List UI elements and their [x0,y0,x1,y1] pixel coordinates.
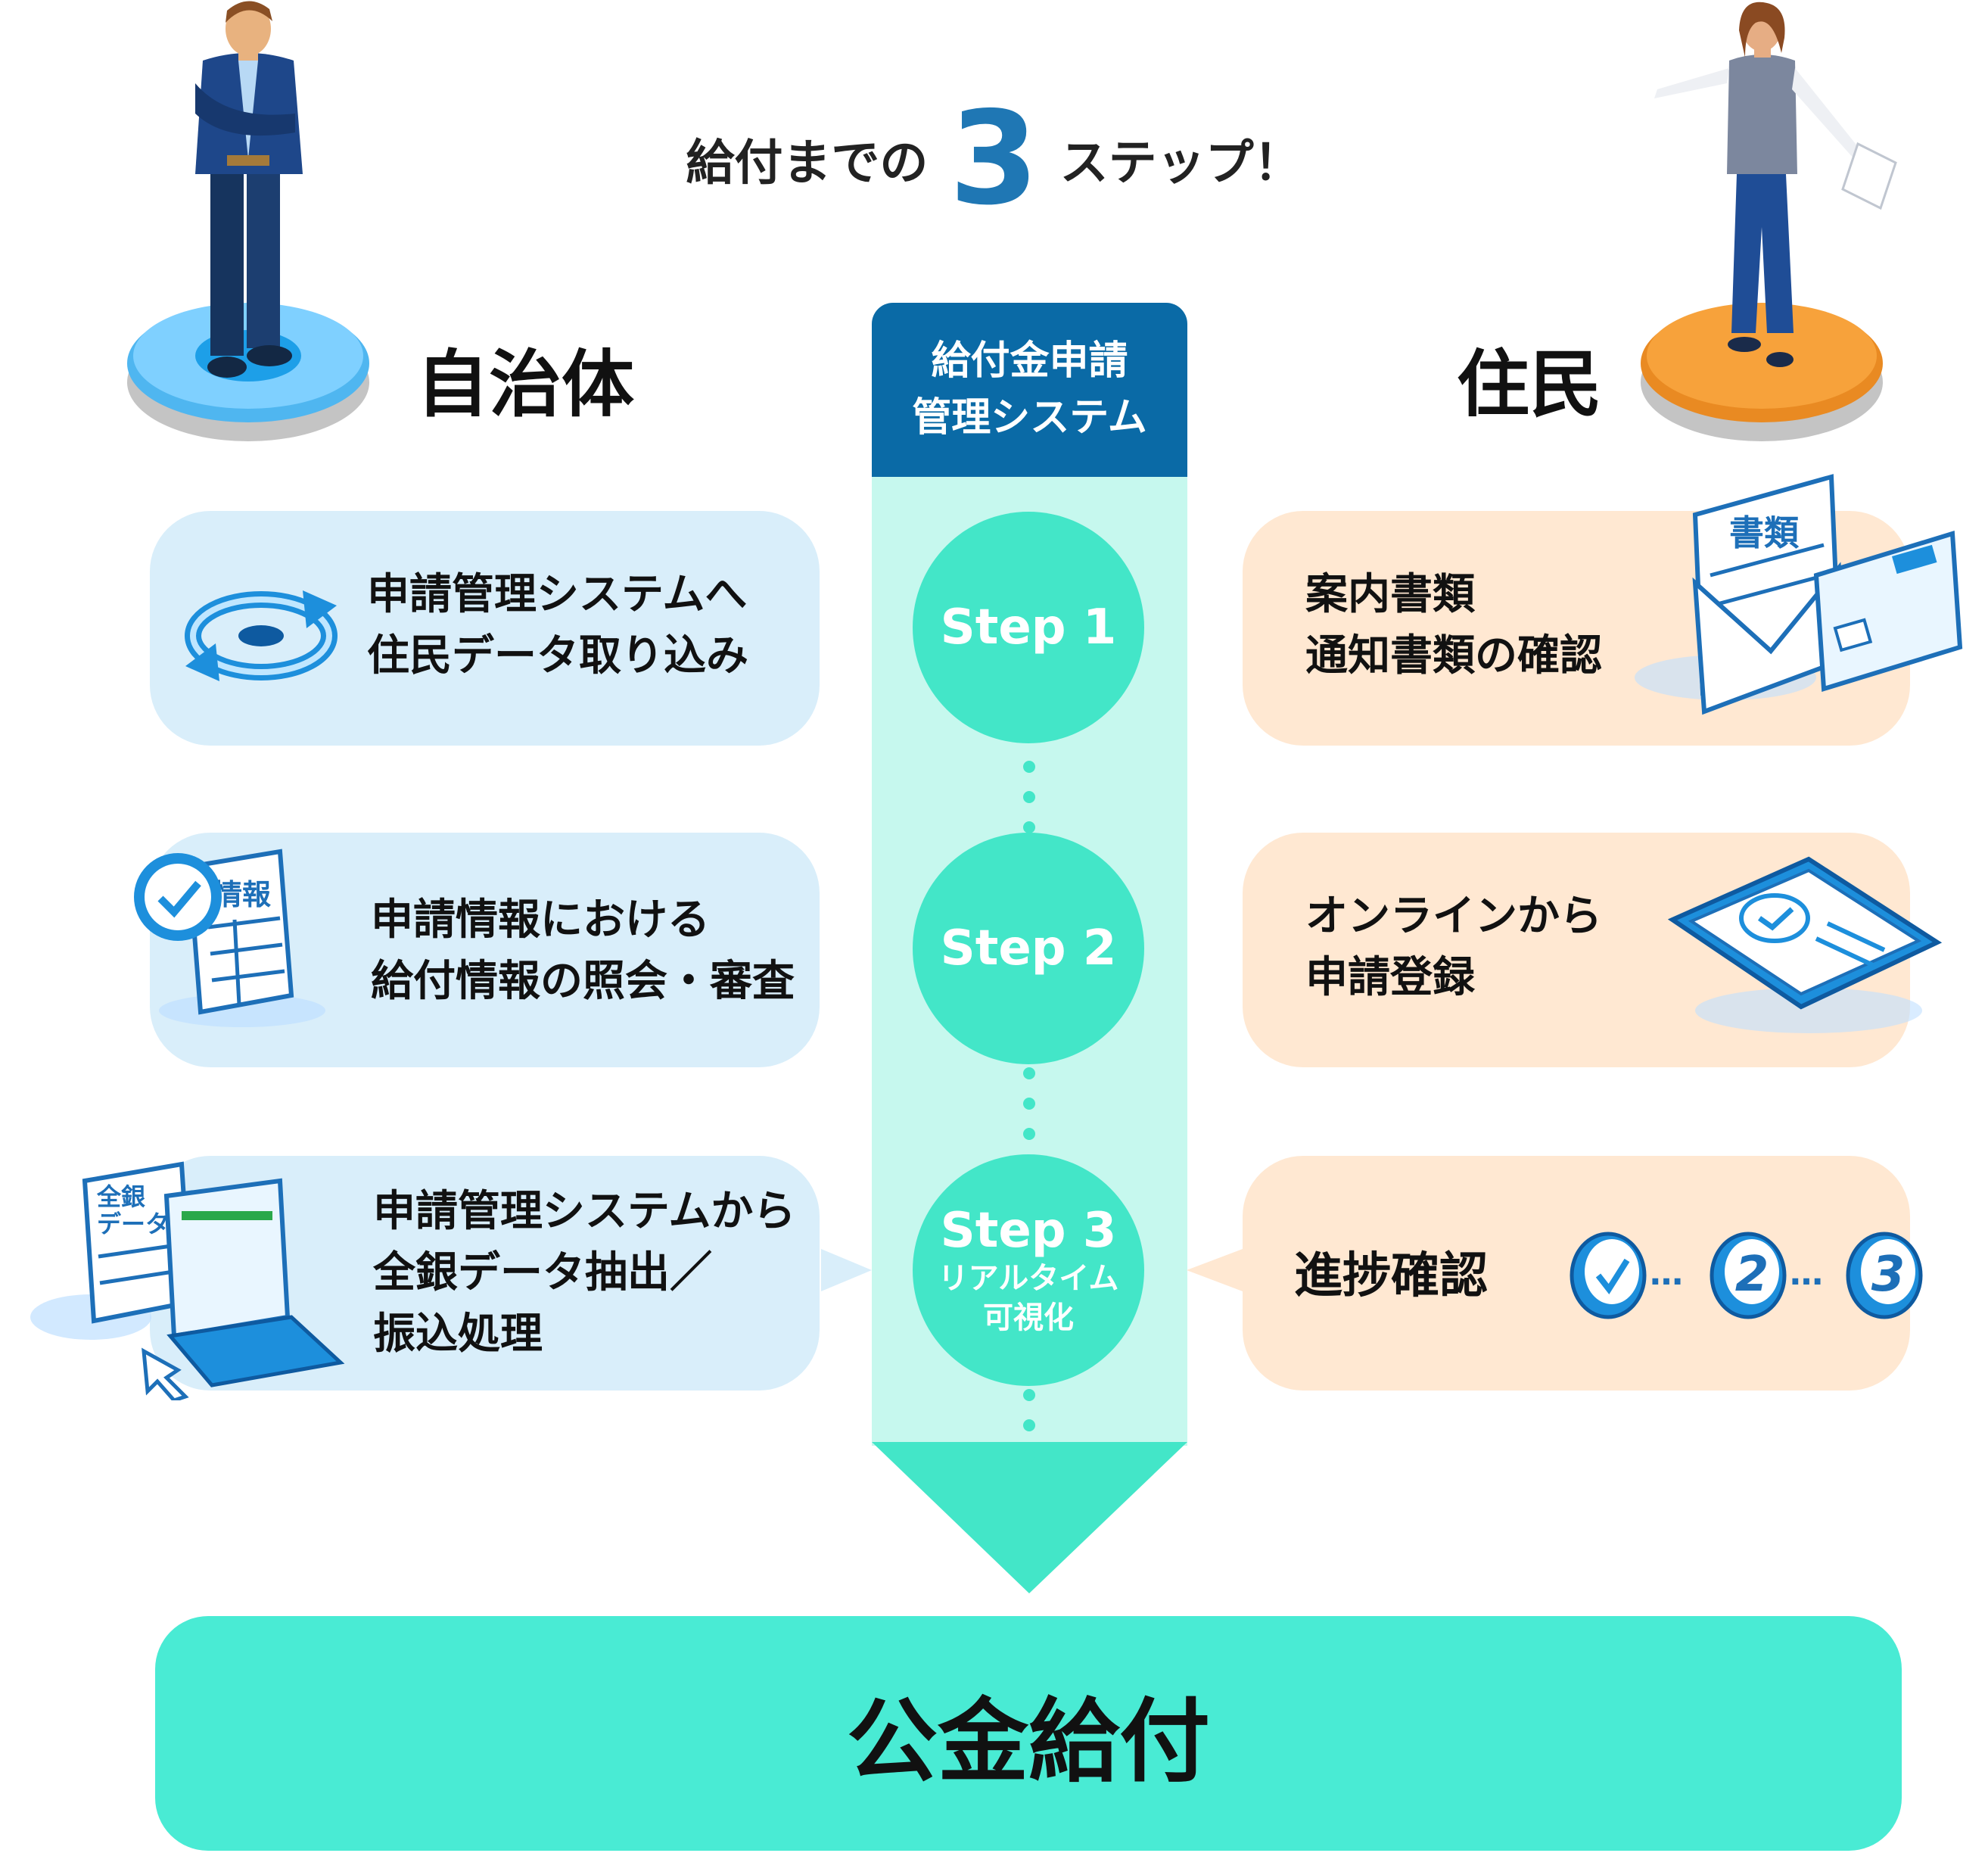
municipality-label: 自治体 [416,342,634,427]
connector-dot [1023,1098,1035,1110]
info-icon-text: 情報 [213,878,271,911]
text-line: 申請管理システムから [373,1187,796,1236]
resident-card-1-text: 案内書類 通知書類の確認 [1305,564,1602,687]
text-line: 全銀データ抽出／ [373,1248,712,1298]
main-title: 給付までの 3 ステップ！ [0,91,1988,227]
text-line: 住民データ取り込み [367,631,748,681]
connector-dot [1023,1128,1035,1140]
system-title-line1: 給付金申請 [931,338,1128,384]
connector-dot [1023,791,1035,803]
progress-dots-2: … [1790,1254,1823,1293]
documents-envelope-card-icon: 書類 [1635,474,1963,715]
text-line: 進捗確認 [1294,1248,1488,1304]
text-line: 通知書類の確認 [1305,631,1602,681]
step-2-circle: Step 2 [913,833,1144,1064]
resident-card-3-text: 進捗確認 [1294,1241,1488,1312]
progress-dots-1: … [1650,1254,1683,1293]
info-document-check-icon: 情報 [134,849,325,1027]
municipality-card-3-text: 申請管理システムから 全銀データ抽出／ 振込処理 [373,1181,795,1366]
connector-dot [1023,1067,1035,1079]
step-1-circle: Step 1 [913,512,1144,743]
resident-person-illustration [1641,2,1897,441]
text-line: 申請管理システムへ [367,570,748,619]
text-line: 申請登録 [1305,953,1475,1003]
data-import-cycle-icon [185,590,338,681]
zengin-icon-text-2: データ [97,1210,170,1238]
connector-dot [1023,1419,1035,1431]
step-1-label: Step 1 [940,600,1117,656]
resident-card-2-text: オンラインから 申請登録 [1305,886,1602,1008]
step-3-circle: Step 3 リアルタイム 可視化 [913,1154,1144,1386]
text-line: 給付情報の照会・審査 [371,957,795,1007]
municipality-person-illustration [127,1,369,441]
zengin-icon-text-1: 全銀 [96,1182,145,1211]
text-line: 申請情報における [371,895,710,945]
progress-steps-icon: … 2 … 3 [1570,1232,1923,1319]
connector-dot [1023,821,1035,833]
smartphone-application-icon [1667,856,1943,1033]
title-number: 3 [949,84,1039,234]
step-3-sub-line1: リアルタイム [938,1261,1119,1296]
system-title-line2: 管理システム [912,395,1147,441]
municipality-card-2-text: 申請情報における 給付情報の照会・審査 [371,889,795,1012]
progress-number-3: 3 [1871,1247,1906,1303]
resident-label: 住民 [1457,342,1602,427]
zengin-data-laptop-icon: 全銀 データ [30,1161,345,1400]
connector-dot [1023,1450,1035,1462]
system-header: 給付金申請 管理システム [872,303,1187,477]
connector-dot [1023,1389,1035,1401]
connector-dot [1023,761,1035,773]
documents-icon-text: 書類 [1729,512,1800,553]
title-prefix: 給付までの [686,135,929,192]
text-line: 案内書類 [1305,570,1475,619]
progress-number-2: 2 [1735,1247,1769,1303]
municipality-card-1-text: 申請管理システムへ 住民データ取り込み [367,564,748,687]
step-3-label: Step 3 [940,1203,1117,1259]
text-line: オンラインから [1305,892,1602,941]
step-3-sub-line2: 可視化 [983,1300,1074,1335]
step-2-label: Step 2 [940,920,1117,976]
text-line: 振込処理 [373,1310,543,1359]
public-payment-result: 公金給付 [155,1616,1902,1851]
title-suffix: ステップ！ [1059,135,1302,192]
